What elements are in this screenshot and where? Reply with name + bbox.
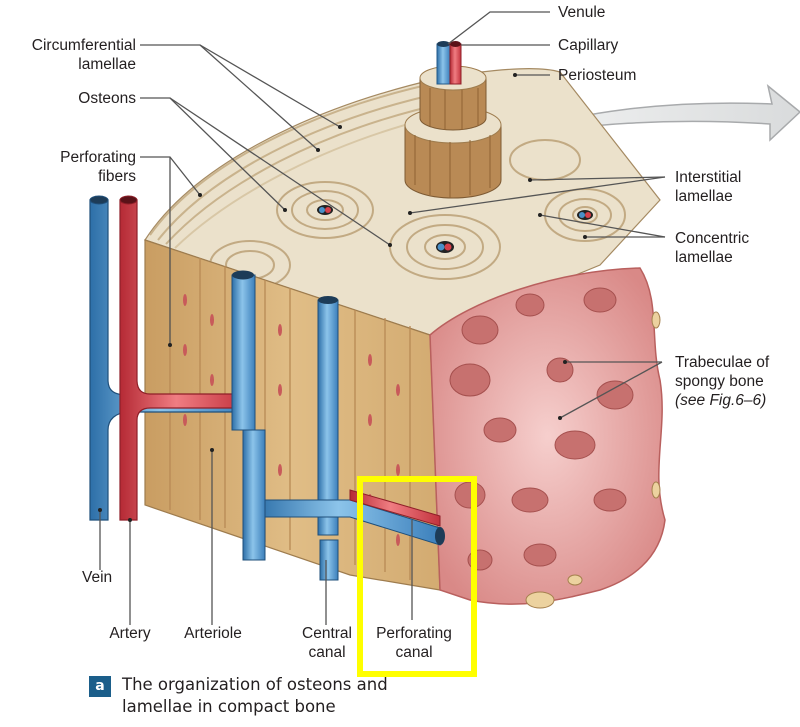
label-vein: Vein bbox=[82, 568, 112, 587]
label-interstitial-lamellae: Interstitial lamellae bbox=[675, 168, 741, 206]
label-line: Artery bbox=[109, 625, 151, 642]
label-line: Capillary bbox=[558, 37, 619, 54]
label-artery: Artery bbox=[100, 624, 160, 643]
label-periosteum: Periosteum bbox=[558, 66, 636, 85]
caption-line: The organization of osteons and bbox=[122, 675, 388, 694]
trabecular-stubs bbox=[525, 311, 661, 609]
leader-dots bbox=[98, 73, 587, 522]
label-line: canal bbox=[308, 644, 346, 661]
label-line: Osteons bbox=[78, 90, 136, 107]
label-line: Circumferential bbox=[31, 37, 136, 54]
panel-badge: a bbox=[89, 676, 111, 697]
label-line: lamellae bbox=[675, 188, 733, 205]
label-trabeculae: Trabeculae of spongy bone (see Fig.6–6) bbox=[675, 353, 769, 410]
spongy-bone bbox=[429, 267, 666, 605]
label-line: lamellae bbox=[78, 56, 136, 73]
label-concentric-lamellae: Concentric lamellae bbox=[675, 229, 749, 267]
label-circumferential-lamellae: Circumferential lamellae bbox=[8, 36, 136, 74]
leader-lines bbox=[99, 11, 666, 625]
label-perforating-canal: Perforating canal bbox=[366, 624, 462, 662]
figure-caption: The organization of osteons and lamellae… bbox=[122, 674, 388, 718]
label-line: Trabeculae of bbox=[675, 354, 770, 371]
highlight-box-perforating-canal bbox=[357, 476, 477, 677]
label-capillary: Capillary bbox=[558, 36, 618, 55]
label-line: Interstitial bbox=[675, 169, 742, 186]
label-line: Periosteum bbox=[558, 67, 637, 84]
label-osteons: Osteons bbox=[8, 89, 136, 108]
label-perforating-fibers: Perforating fibers bbox=[8, 148, 136, 186]
label-line: Vein bbox=[82, 569, 113, 586]
label-venule: Venule bbox=[558, 3, 605, 22]
label-arteriole: Arteriole bbox=[175, 624, 251, 643]
internal-vessels bbox=[231, 270, 445, 581]
label-line: spongy bone bbox=[675, 373, 764, 390]
label-line: Perforating bbox=[376, 625, 452, 642]
label-line: Concentric bbox=[675, 230, 750, 247]
trabecular-holes bbox=[449, 287, 634, 571]
osteocytes-side bbox=[183, 294, 400, 546]
label-line: canal bbox=[395, 644, 433, 661]
central-canals-top bbox=[317, 205, 593, 253]
label-central-canal: Central canal bbox=[292, 624, 362, 662]
figure-reference: (see Fig.6–6) bbox=[675, 392, 767, 409]
label-line: Arteriole bbox=[184, 625, 242, 642]
osteon-cylinder bbox=[404, 41, 502, 199]
label-line: fibers bbox=[98, 168, 136, 185]
label-line: Perforating bbox=[60, 149, 136, 166]
label-line: lamellae bbox=[675, 249, 733, 266]
label-line: Central bbox=[302, 625, 352, 642]
caption-line: lamellae in compact bone bbox=[122, 697, 336, 716]
external-vessels bbox=[89, 195, 246, 521]
label-line: Venule bbox=[558, 4, 606, 21]
